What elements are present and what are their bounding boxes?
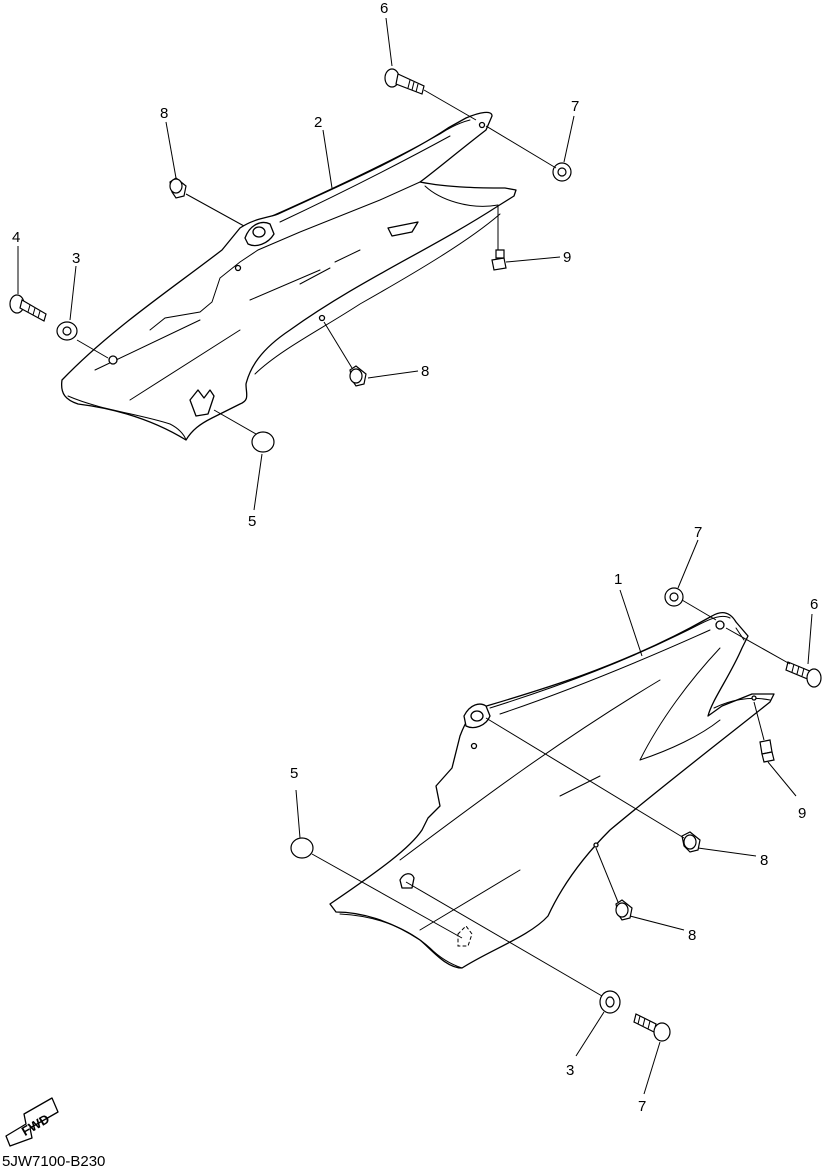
rivet-8-upper-left [169, 177, 187, 199]
grommet-5-lower [290, 837, 314, 859]
callout-7-bottom: 7 [638, 1098, 646, 1115]
bolt-7-lower [633, 1013, 671, 1042]
side-cover-right-part-1 [329, 611, 775, 969]
callout-8-top-mid: 8 [421, 363, 429, 380]
callout-3-bottom: 3 [566, 1062, 574, 1079]
clip-9-upper [491, 249, 507, 271]
callout-7-bottom-top: 7 [694, 524, 702, 541]
callout-3-top: 3 [72, 250, 80, 267]
callout-5-bottom: 5 [290, 765, 298, 782]
rivet-8-upper-mid [349, 365, 367, 387]
grommet-3-lower [599, 990, 621, 1014]
side-cover-left-part-2 [60, 111, 517, 441]
callout-8-upper: 8 [160, 105, 168, 122]
bolt-6-lower [785, 661, 822, 688]
rivet-8-lower-right [681, 831, 701, 853]
callout-8-bottom-right: 8 [760, 852, 768, 869]
grommet-5-upper [251, 431, 275, 453]
bolt-6-upper [384, 68, 425, 95]
callout-labels: 6 8 2 7 4 3 9 8 5 7 1 6 5 9 8 8 3 7 [12, 0, 818, 1115]
fwd-arrow-icon: FWD [5, 1097, 59, 1147]
callout-7-top: 7 [571, 98, 579, 115]
clip-9-lower [759, 739, 775, 763]
callout-2: 2 [314, 114, 322, 131]
diagram-code: 5JW7100-B230 [2, 1153, 105, 1170]
callout-8-bottom-low: 8 [688, 927, 696, 944]
callout-9-top: 9 [563, 249, 571, 266]
grommet-3-upper [56, 321, 78, 341]
leader-lines-upper [17, 17, 575, 511]
callout-4: 4 [12, 229, 20, 246]
nut-7-lower-top [664, 587, 684, 607]
leader-lines-lower [295, 539, 813, 1095]
bolt-4 [9, 294, 47, 322]
callout-6-top: 6 [380, 0, 388, 17]
callout-6-bottom: 6 [810, 596, 818, 613]
callout-1: 1 [614, 571, 622, 588]
callout-5-top: 5 [248, 513, 256, 530]
callout-9-bottom: 9 [798, 805, 806, 822]
rivet-8-lower-low [615, 899, 633, 921]
nut-7-upper [552, 162, 572, 182]
